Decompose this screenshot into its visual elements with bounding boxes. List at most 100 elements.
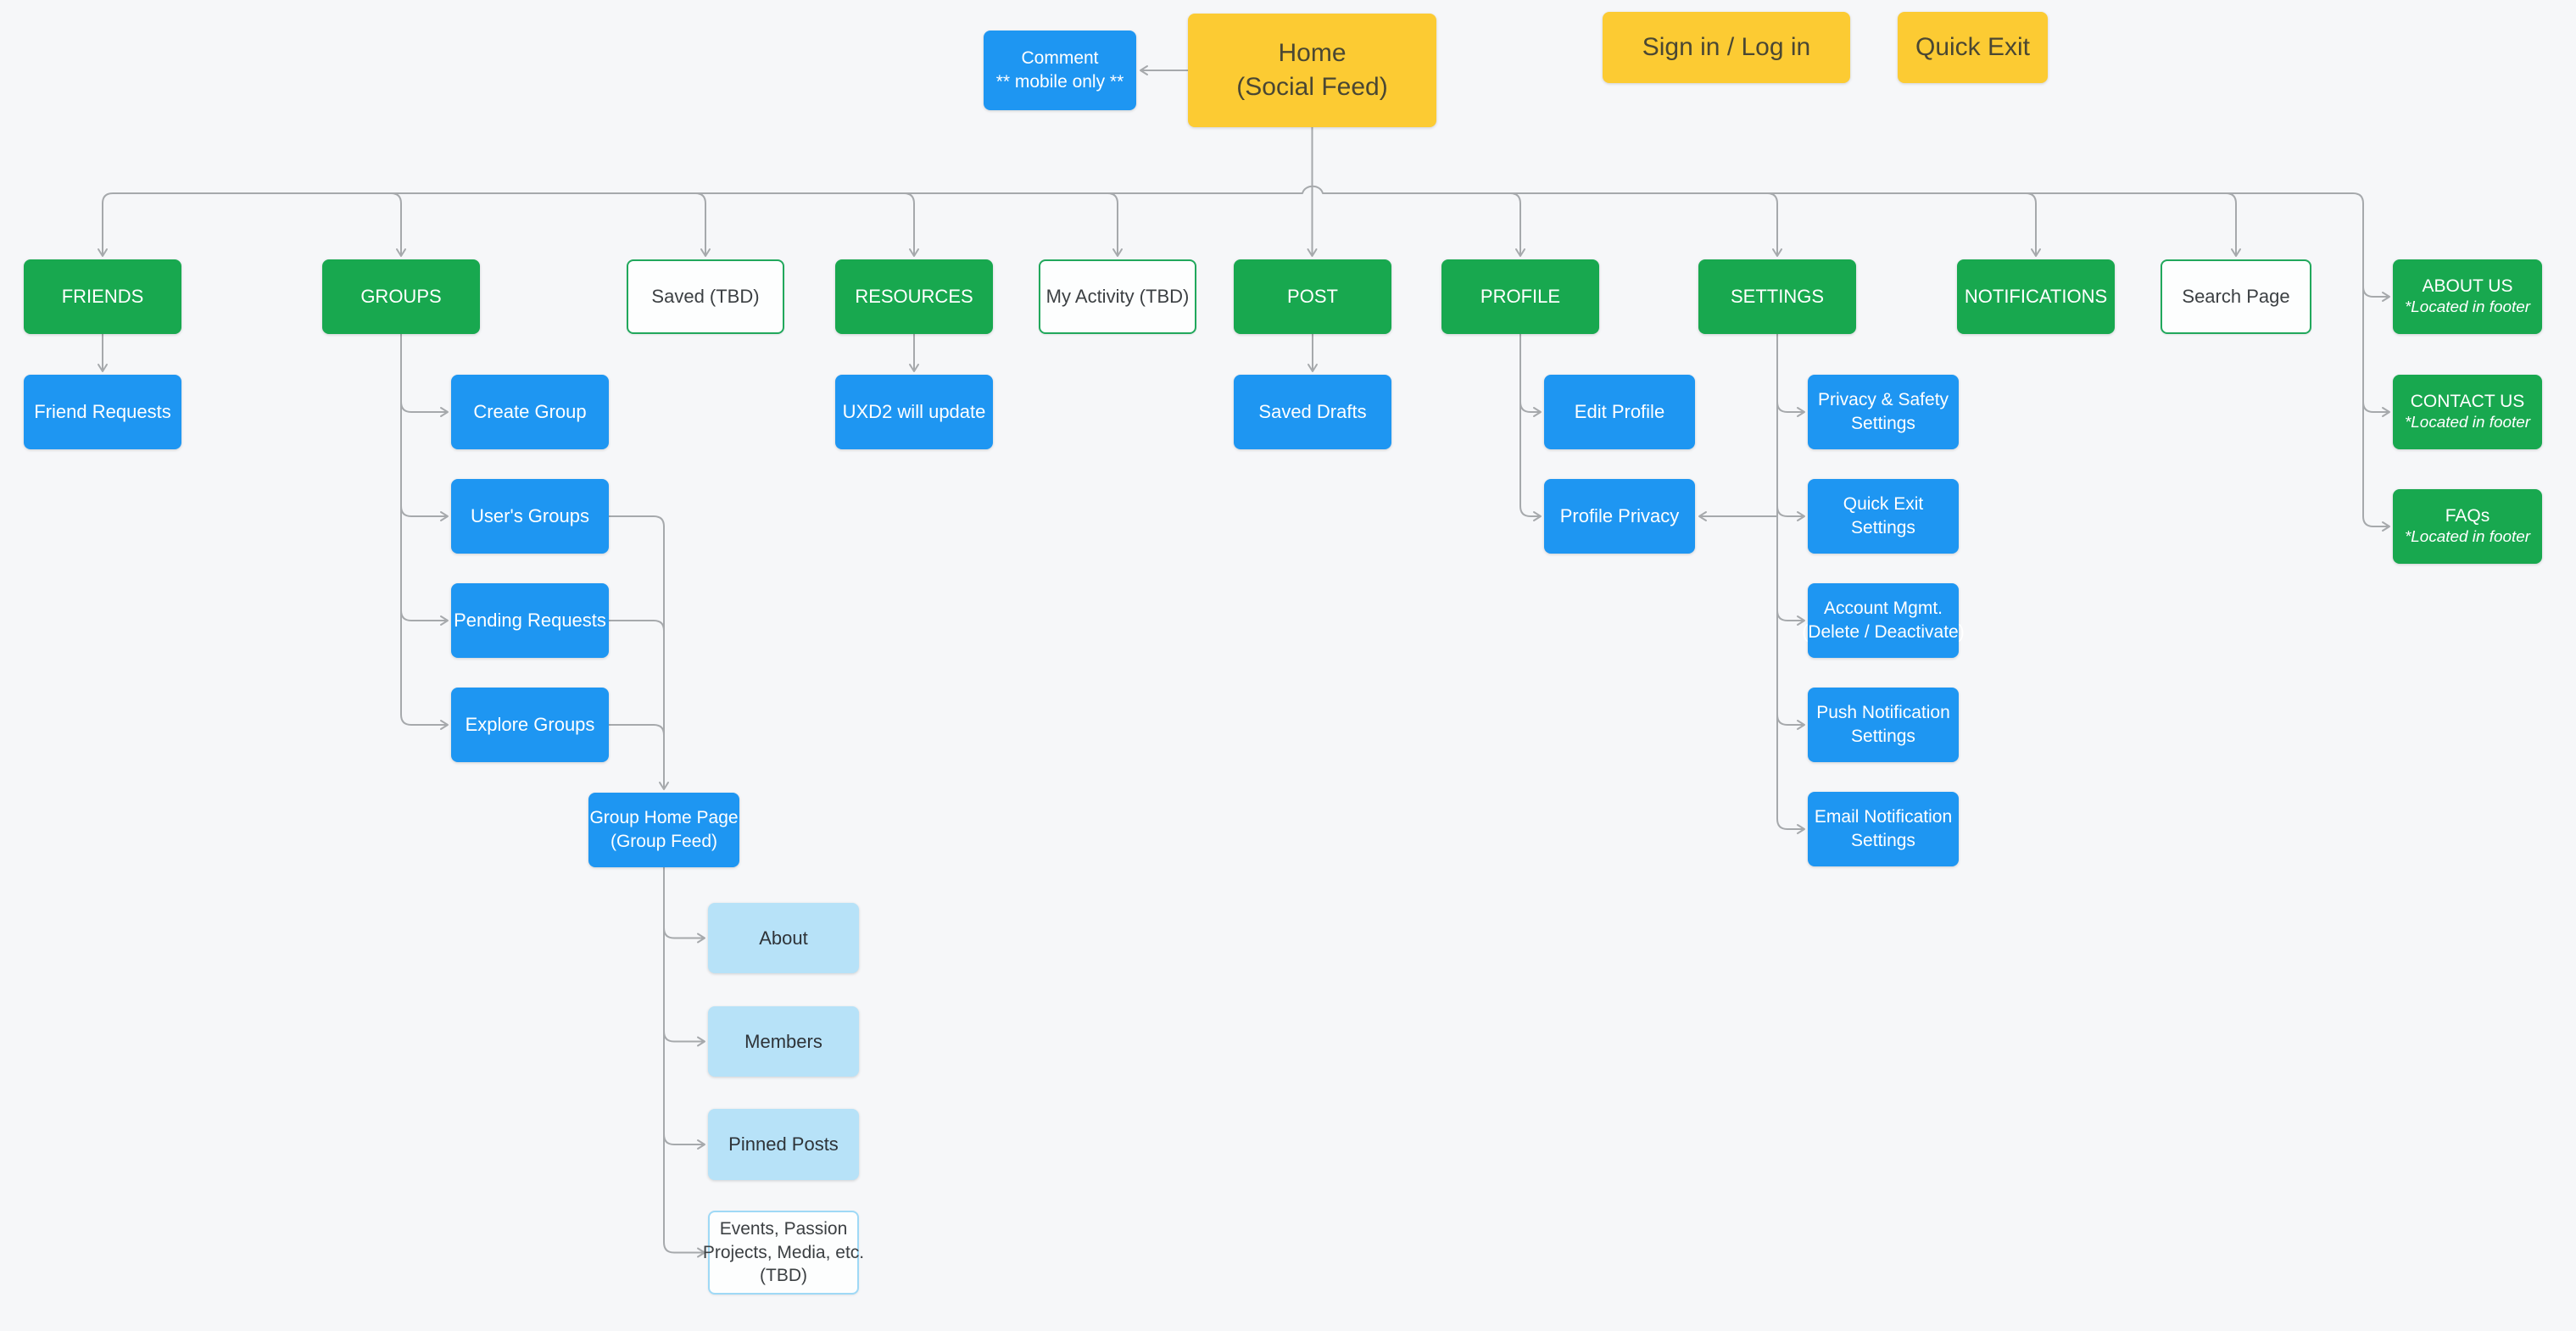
node-label: POST: [1287, 286, 1338, 308]
node-label: GROUPS: [360, 286, 442, 308]
node-label: Profile Privacy: [1559, 505, 1680, 527]
node-label: (Group Feed): [610, 832, 718, 851]
node-label: Pending Requests: [454, 610, 606, 632]
edge-trunk-drop-settings: [1766, 192, 1782, 257]
edge-trunk-right-faqs: [2362, 515, 2390, 532]
node-label: Sign in / Log in: [1642, 33, 1811, 62]
edge-merge-exploregroups: [608, 724, 665, 736]
edge-trunk-rail: [102, 185, 2364, 517]
node-label: Settings: [1851, 727, 1915, 746]
node-contactus[interactable]: CONTACT US *Located in footer: [2393, 375, 2542, 449]
edge-merge-pendingrequests: [608, 620, 665, 632]
node-label: Group Home Page: [589, 808, 739, 828]
node-creategroup[interactable]: Create Group: [451, 375, 609, 449]
node-comment[interactable]: Comment** mobile only **: [984, 31, 1136, 110]
edge-fan-grouphome-gevents: [663, 866, 705, 1258]
node-label: User's Groups: [471, 505, 589, 527]
edge-trunk-drop-saved: [694, 192, 711, 257]
edge-fan-groups-exploregroups: [400, 333, 449, 730]
edge-fan-settings-sprivacy: [1776, 401, 1805, 417]
node-grouphome[interactable]: Group Home Page (Group Feed): [588, 793, 739, 867]
node-label: Edit Profile: [1574, 401, 1665, 423]
node-label: (Social Feed): [1236, 73, 1388, 101]
node-editprofile[interactable]: Edit Profile: [1544, 375, 1695, 449]
node-label: (TBD): [760, 1266, 807, 1286]
node-usersgroups[interactable]: User's Groups: [451, 479, 609, 554]
node-notifications[interactable]: NOTIFICATIONS: [1957, 259, 2115, 334]
node-aboutus[interactable]: ABOUT US*Located in footer: [2393, 259, 2542, 334]
node-groups[interactable]: GROUPS: [322, 259, 480, 334]
node-label: CONTACT US: [2410, 391, 2525, 411]
edge-fan-grouphome-gpinned: [663, 1133, 705, 1150]
node-label: Settings: [1851, 414, 1915, 433]
node-label: Account Mgmt.: [1823, 599, 1943, 619]
node-label: Settings: [1851, 518, 1915, 537]
node-home[interactable]: Home (Social Feed): [1188, 14, 1436, 127]
node-label: Members: [744, 1030, 822, 1052]
node-exploregroups[interactable]: Explore Groups: [451, 688, 609, 762]
node-label: Explore Groups: [465, 714, 595, 736]
node-label: Saved Drafts: [1258, 401, 1367, 423]
node-label: RESOURCES: [855, 286, 973, 308]
node-profileprivacy[interactable]: Profile Privacy: [1544, 479, 1695, 554]
node-label: Friend Requests: [34, 401, 171, 423]
node-label: Quick Exit: [1843, 494, 1924, 515]
edge-fan-settings-saccount: [1776, 610, 1805, 626]
node-saveddrafts[interactable]: Saved Drafts: [1234, 375, 1391, 449]
node-post[interactable]: POST: [1234, 259, 1391, 334]
node-label: Home: [1278, 39, 1347, 68]
edge-fan-groups-pendingrequests: [400, 610, 449, 626]
node-friendrequests[interactable]: Friend Requests: [24, 375, 181, 449]
node-saccount[interactable]: Account Mgmt. (Delete / Deactivate): [1802, 583, 1965, 658]
edge-fan-settings-semail: [1776, 333, 1805, 834]
node-gpinned[interactable]: Pinned Posts: [708, 1109, 859, 1180]
edge-trunk-drop-myactivity: [1107, 192, 1123, 257]
node-label: Quick Exit: [1915, 33, 2031, 62]
node-label: SETTINGS: [1730, 286, 1824, 308]
node-label: My Activity (TBD): [1045, 286, 1190, 308]
node-friends[interactable]: FRIENDS: [24, 259, 181, 334]
node-quickexit[interactable]: Quick Exit: [1898, 12, 2048, 83]
node-settings[interactable]: SETTINGS: [1698, 259, 1856, 334]
node-label: PROFILE: [1480, 286, 1561, 308]
edge-trunk-drop-searchpage: [2225, 192, 2241, 257]
node-label: Search Page: [2182, 286, 2290, 308]
node-saved[interactable]: Saved (TBD): [627, 259, 784, 334]
edge-fan-settings-squickexit: [1776, 505, 1805, 521]
node-label: ABOUT US: [2422, 276, 2513, 296]
edge-fan-profile-profileprivacy: [1519, 333, 1542, 521]
node-gabout[interactable]: About: [708, 903, 859, 973]
node-resources[interactable]: RESOURCES: [835, 259, 993, 334]
node-label: *Located in footer: [2404, 528, 2531, 547]
edge-trunk-right-aboutus: [2362, 286, 2390, 302]
node-pendingrequests[interactable]: Pending Requests: [451, 583, 609, 658]
node-label: NOTIFICATIONS: [1964, 286, 2108, 308]
edge-fan-groups-usersgroups: [400, 505, 449, 521]
node-label: Privacy & Safety: [1817, 390, 1949, 410]
node-signin[interactable]: Sign in / Log in: [1603, 12, 1850, 83]
node-myactivity[interactable]: My Activity (TBD): [1039, 259, 1196, 334]
node-profile[interactable]: PROFILE: [1441, 259, 1599, 334]
node-searchpage[interactable]: Search Page: [2161, 259, 2311, 334]
edge-trunk-drop-groups: [390, 192, 406, 257]
node-label: FAQs: [2445, 505, 2490, 526]
node-uxd2[interactable]: UXD2 will update: [835, 375, 993, 449]
node-label: About: [759, 927, 808, 949]
edge-fan-settings-spush: [1776, 714, 1805, 730]
edge-trunk-drop-resources: [903, 192, 919, 257]
node-faqs[interactable]: FAQs *Located in footer: [2393, 489, 2542, 564]
node-gmembers[interactable]: Members: [708, 1006, 859, 1077]
node-label: *Located in footer: [2404, 414, 2531, 432]
node-label: Events, Passion: [719, 1218, 848, 1239]
node-label: (Delete / Deactivate): [1802, 622, 1965, 642]
node-label: Email Notification: [1814, 807, 1953, 827]
edge-fan-grouphome-gmembers: [663, 1030, 705, 1047]
node-label: Push Notification: [1816, 703, 1950, 723]
